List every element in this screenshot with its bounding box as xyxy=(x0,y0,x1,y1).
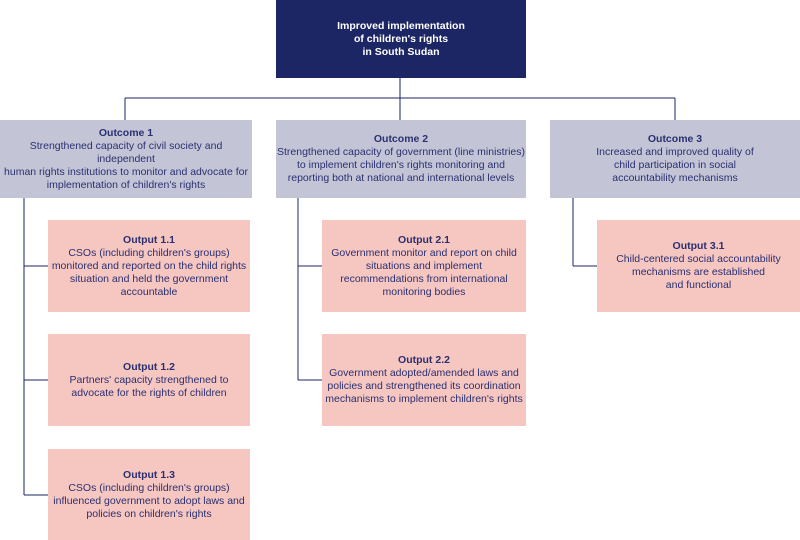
output-2-1-text: Government monitor and report on child s… xyxy=(331,246,517,298)
output-1-3-text: CSOs (including children's groups) influ… xyxy=(53,481,245,520)
output-3-1-title: Output 3.1 xyxy=(672,240,725,252)
outcome-3-title: Outcome 3 xyxy=(647,133,703,145)
outcome-2-title: Outcome 2 xyxy=(373,133,429,145)
goal-text: Improved implementation of children's ri… xyxy=(337,19,465,58)
outcome-1-title: Outcome 1 xyxy=(98,126,154,139)
output-2-1-title: Output 2.1 xyxy=(398,233,450,246)
outcome-3-box: Outcome 3 Increased and improved quality… xyxy=(550,120,800,198)
output-1-2-title: Output 1.2 xyxy=(123,360,175,373)
outcome-2-box: Outcome 2 Strengthened capacity of gover… xyxy=(276,120,526,198)
output-3-1-box: Output 3.1 Child-centered social account… xyxy=(597,220,800,312)
goal-box: Improved implementation of children's ri… xyxy=(276,0,526,78)
outcome-1-text: Strengthened capacity of civil society a… xyxy=(4,139,248,191)
output-1-1-title: Output 1.1 xyxy=(123,233,175,246)
output-1-3-box: Output 1.3 CSOs (including children's gr… xyxy=(48,449,250,540)
output-2-2-text: Government adopted/amended laws and poli… xyxy=(325,367,523,405)
output-3-1-text: Child-centered social accountability mec… xyxy=(616,253,781,291)
output-1-2-box: Output 1.2 Partners' capacity strengthen… xyxy=(48,334,250,426)
output-1-1-text: CSOs (including children's groups) monit… xyxy=(51,246,247,298)
outcome-1-box: Outcome 1 Strengthened capacity of civil… xyxy=(0,120,252,198)
output-1-3-title: Output 1.3 xyxy=(123,468,175,481)
output-2-2-box: Output 2.2 Government adopted/amended la… xyxy=(322,334,526,426)
outcome-3-text: Increased and improved quality of child … xyxy=(596,146,754,184)
outcome-2-text: Strengthened capacity of government (lin… xyxy=(276,146,526,184)
output-1-1-box: Output 1.1 CSOs (including children's gr… xyxy=(48,220,250,312)
output-2-1-box: Output 2.1 Government monitor and report… xyxy=(322,220,526,312)
output-1-2-text: Partners' capacity strengthened to advoc… xyxy=(69,373,229,399)
output-2-2-title: Output 2.2 xyxy=(398,354,450,366)
